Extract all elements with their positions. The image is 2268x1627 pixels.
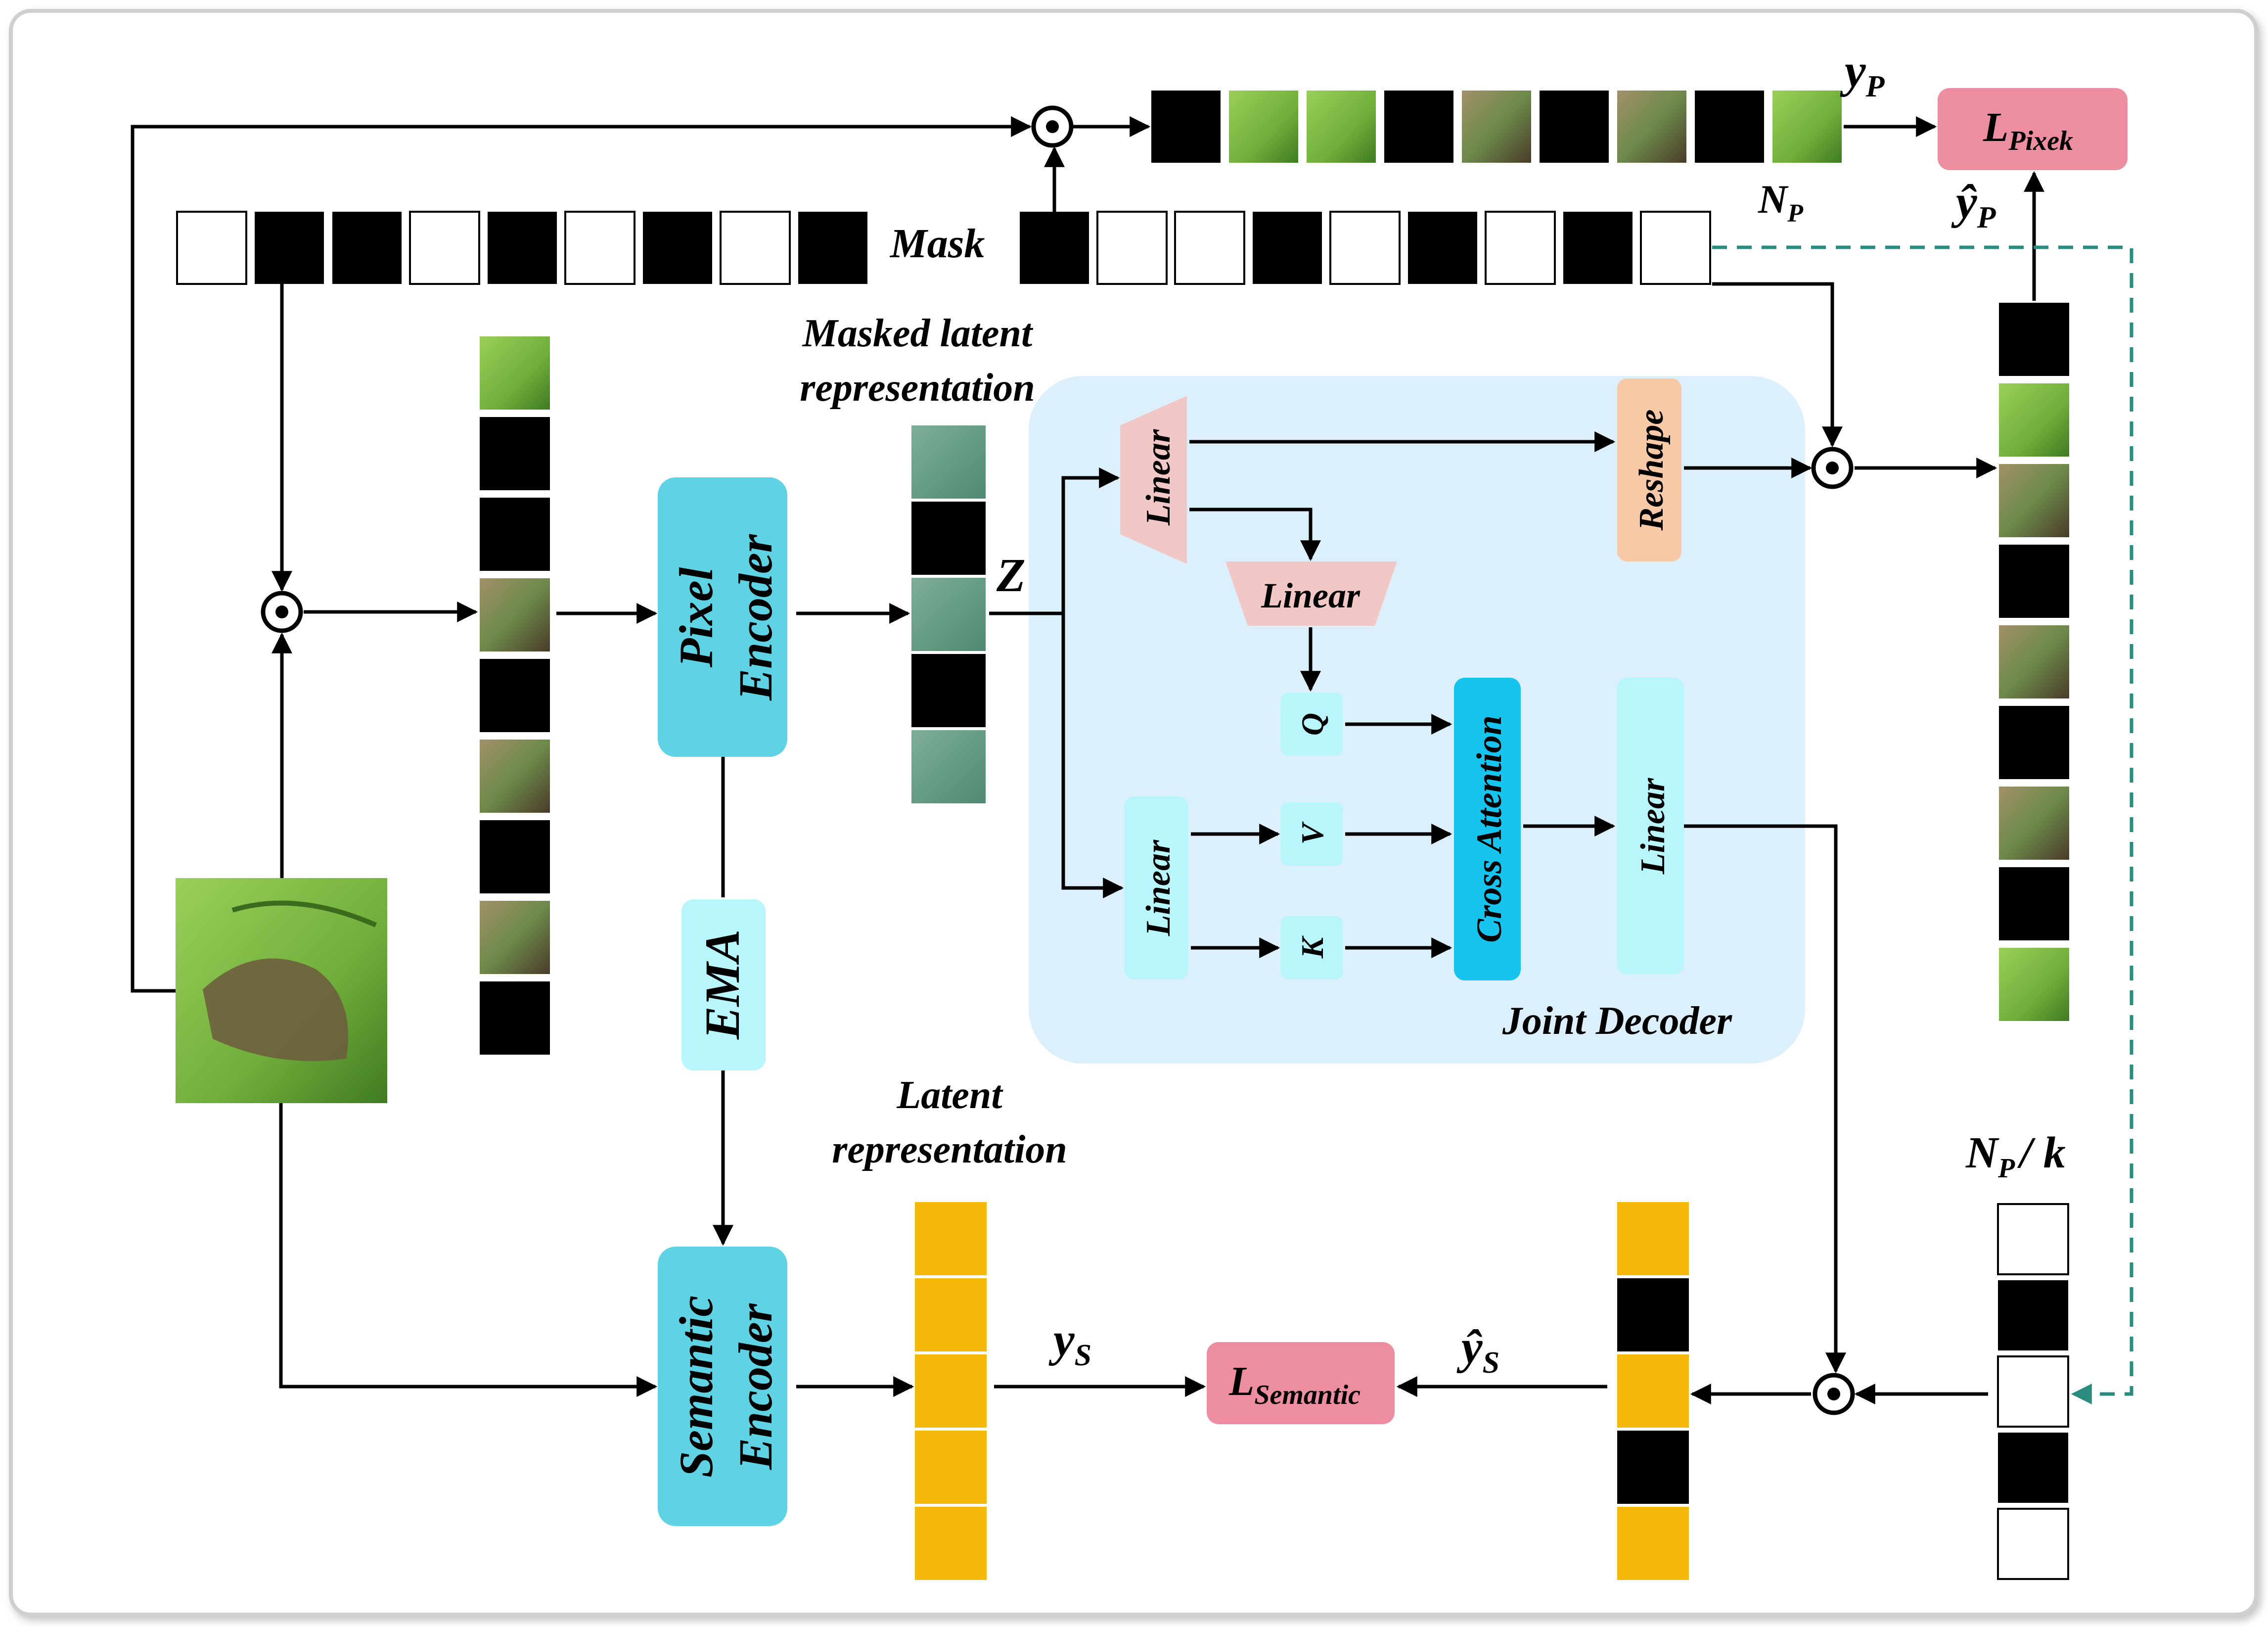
loss-pixel-box (1938, 88, 2128, 170)
linear-top-block (1120, 396, 1187, 564)
dashed-mask-connector (1712, 245, 2133, 1404)
masked-patch-column (480, 336, 550, 1055)
masked-latent-column (911, 425, 986, 803)
target-pixel-row (1151, 91, 1842, 163)
joint-decoder-label: Joint Decoder (1502, 999, 1732, 1043)
ema-label: EMA (695, 930, 750, 1040)
pixel-encoder-block (658, 477, 787, 757)
loss-pixel-label: LPixek (1983, 104, 2073, 156)
pixel-encoder-label-2: Encoder (729, 533, 782, 701)
latent-column (915, 1202, 987, 1580)
mask-label: Mask (889, 221, 985, 267)
semantic-encoder-label-1: Semantic (670, 1296, 723, 1478)
loss-semantic-label: LSemantic (1228, 1358, 1361, 1410)
k-block (1281, 916, 1343, 979)
cross-attention-label: Cross Attention (1469, 715, 1509, 943)
k-label: K (1295, 935, 1330, 959)
linear-mid-label: Linear (1261, 576, 1361, 615)
pixel-encoder-label-1: Pixel (670, 567, 723, 668)
q-label: Q (1295, 713, 1330, 736)
linear-mid-block (1225, 561, 1397, 626)
linear-out-block (1617, 678, 1684, 975)
loss-semantic-box (1207, 1342, 1395, 1424)
linear-top-label: Linear (1139, 429, 1178, 526)
linear-kv-label: Linear (1139, 839, 1178, 936)
latent-label-1: Latent (896, 1073, 1003, 1117)
predicted-semantic-column (1617, 1202, 1689, 1580)
connectors (131, 116, 2044, 1404)
reconstructed-pixel-column (1999, 303, 2069, 1021)
hadamard-product-icon (1031, 105, 1074, 148)
semantic-mask-column (1997, 1203, 2069, 1580)
q-block (1281, 693, 1343, 756)
reshape-block (1617, 378, 1681, 561)
reshape-label: Reshape (1633, 410, 1671, 531)
cross-attention-block (1454, 678, 1521, 980)
semantic-encoder-block (658, 1247, 787, 1526)
masked-latent-label-1: Masked latent (802, 312, 1034, 355)
semantic-encoder-label-2: Encoder (729, 1302, 782, 1470)
linear-out-label: Linear (1634, 778, 1672, 875)
n-p-k-label: NP/ k (1965, 1128, 2066, 1184)
v-label: V (1295, 821, 1330, 844)
latent-label-2: representation (832, 1128, 1067, 1171)
hadamard-product-icon-left (261, 591, 303, 633)
hadamard-product-icon-decoder (1811, 447, 1854, 489)
joint-decoder-panel (1029, 376, 1805, 1064)
v-block (1281, 802, 1343, 866)
masked-latent-label-2: representation (800, 366, 1035, 410)
mask-row-left (176, 211, 867, 285)
ema-block (681, 899, 766, 1070)
input-leaf-image (176, 878, 387, 1103)
n-p-label: NP (1758, 177, 1804, 228)
linear-kv-block (1124, 796, 1188, 979)
z-label: Z (996, 549, 1026, 602)
mask-row-right (1020, 211, 1711, 285)
hadamard-product-icon-bottom (1813, 1373, 1855, 1415)
